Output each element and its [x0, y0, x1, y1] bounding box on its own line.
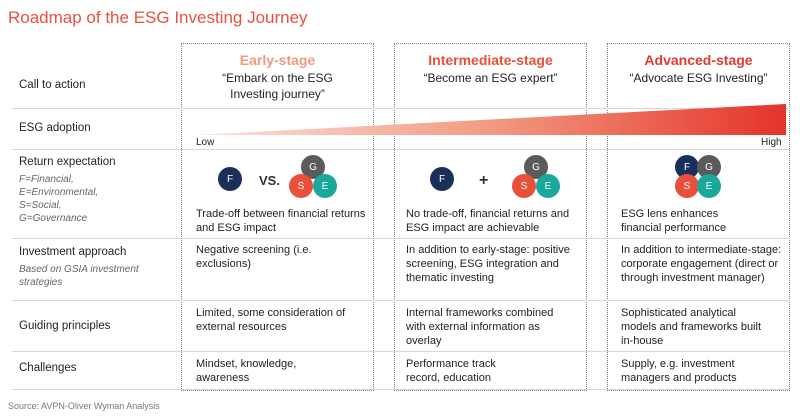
esg-adoption-wedge — [196, 104, 786, 135]
advanced-investment-text: In addition to intermediate-stage: corpo… — [621, 244, 782, 284]
adoption-low-label: Low — [196, 137, 215, 148]
source-note: Source: AVPN-Oliver Wyman Analysis — [8, 401, 160, 411]
intermediate-stage-name: Intermediate-stage — [428, 52, 553, 68]
legend-governance: G=Governance — [19, 213, 88, 224]
separator-1 — [12, 108, 790, 109]
adoption-high-label: High — [761, 137, 782, 148]
advanced-return-text: ESG lens enhances financial performance — [621, 208, 727, 234]
separator-2 — [12, 149, 790, 150]
intermediate-stage-column — [394, 43, 587, 391]
financial-icon: F — [430, 167, 454, 191]
advanced-stage-column — [607, 43, 790, 391]
row-label-return-expectation: Return expectation — [19, 156, 116, 168]
early-return-text: Trade-off between financial returns and … — [196, 208, 366, 234]
social-icon: S — [512, 174, 536, 198]
intermediate-challenges-text: Performance track record, education — [406, 358, 496, 384]
row-label-challenges: Challenges — [19, 362, 77, 374]
versus-label: VS. — [259, 173, 280, 188]
advanced-stage-name: Advanced-stage — [644, 52, 753, 68]
separator-6 — [12, 389, 790, 390]
early-challenges-text: Mindset, knowledge, awareness — [196, 358, 297, 384]
early-guiding-text: Limited, some consideration of external … — [196, 307, 346, 333]
advanced-stage-quote: “Advocate ESG Investing” — [629, 71, 768, 85]
intermediate-stage-quote: “Become an ESG expert” — [423, 71, 558, 85]
legend-financial: F=Financial, — [19, 174, 74, 185]
early-stage-quote: “Embark on the ESG Investing journey” — [222, 71, 333, 101]
environmental-icon: E — [536, 174, 560, 198]
intermediate-guiding-text: Internal frameworks combined with extern… — [406, 307, 554, 347]
social-icon: S — [675, 174, 699, 198]
separator-3 — [12, 238, 790, 239]
early-investment-text: Negative screening (i.e. exclusions) — [196, 244, 312, 270]
intermediate-return-text: No trade-off, financial returns and ESG … — [406, 208, 570, 234]
row-label-call-to-action: Call to action — [19, 79, 86, 91]
legend-environmental: E=Environmental, — [19, 187, 99, 198]
row-label-investment-approach: Investment approach — [19, 246, 127, 258]
environmental-icon: E — [313, 174, 337, 198]
environmental-icon: E — [697, 174, 721, 198]
advanced-guiding-text: Sophisticated analytical models and fram… — [621, 307, 762, 347]
social-icon: S — [289, 174, 313, 198]
page-title: Roadmap of the ESG Investing Journey — [8, 8, 308, 27]
legend-social: S=Social, — [19, 200, 62, 211]
row-label-guiding-principles: Guiding principles — [19, 320, 111, 332]
plus-sign: + — [479, 172, 489, 189]
financial-icon: F — [218, 167, 242, 191]
row-label-esg-adoption: ESG adoption — [19, 122, 91, 134]
early-stage-column — [181, 43, 374, 391]
investment-approach-subtitle: Based on GSIA investment strategies — [19, 264, 139, 288]
separator-4 — [12, 300, 790, 301]
separator-5 — [12, 351, 790, 352]
advanced-challenges-text: Supply, e.g. investment managers and pro… — [621, 358, 737, 384]
intermediate-investment-text: In addition to early-stage: positive scr… — [406, 244, 570, 284]
return-legend: F=Financial, E=Environmental, S=Social, … — [19, 173, 169, 225]
early-stage-name: Early-stage — [239, 52, 316, 68]
